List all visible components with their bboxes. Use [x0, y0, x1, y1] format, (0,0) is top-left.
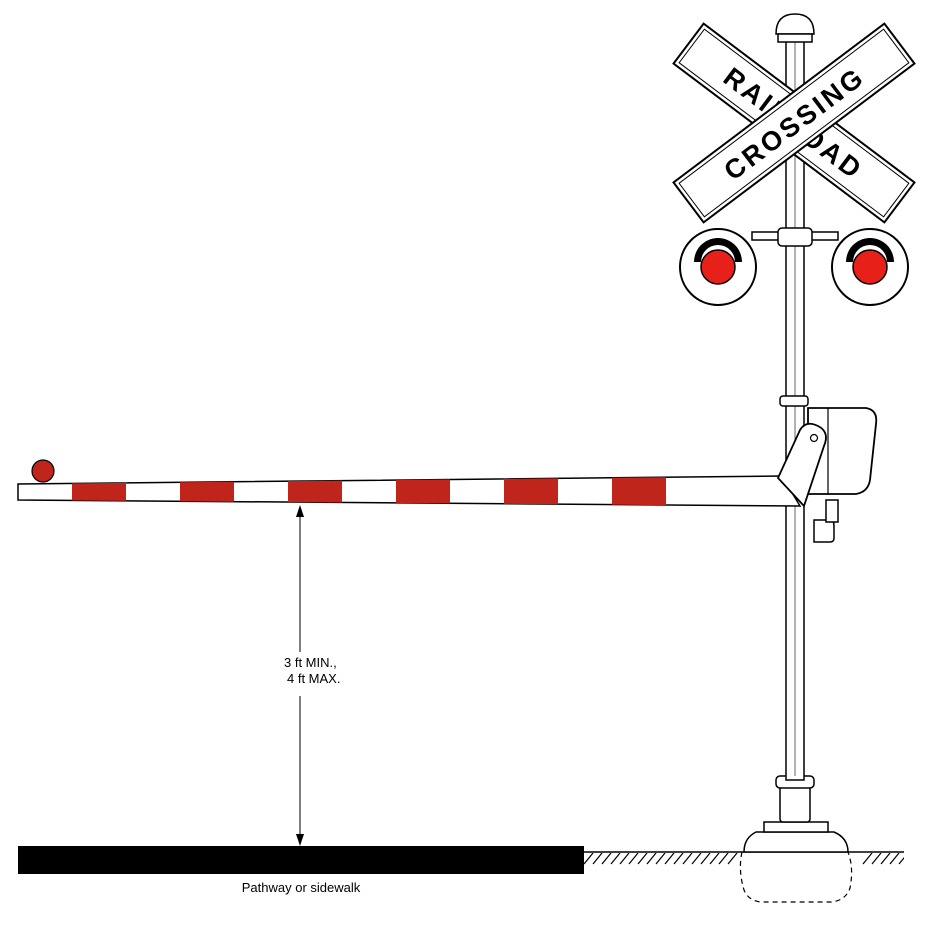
gate-arm-stripe — [396, 479, 450, 504]
base-plate — [763, 821, 829, 833]
ground-surface — [584, 851, 904, 865]
ground-hatching — [584, 853, 904, 865]
gate-arm-stripe — [504, 478, 558, 505]
pathway-surface — [18, 846, 584, 874]
gate-arm-stripe — [180, 481, 234, 502]
gate-arm-stripe — [72, 482, 126, 501]
lamp-left — [700, 249, 736, 285]
light-crossarm — [751, 227, 839, 247]
mast-cap — [775, 13, 815, 35]
foundation-underground — [739, 851, 853, 903]
base-collar — [779, 785, 811, 823]
flashing-light-right — [831, 228, 909, 306]
gate-mechanism — [779, 395, 878, 543]
dimension-label-min: 3 ft MIN., — [284, 655, 337, 670]
gate-arm — [17, 422, 827, 508]
lamp-right — [852, 249, 888, 285]
pathway-caption: Pathway or sidewalk — [242, 880, 361, 895]
gate-tip-light — [31, 459, 55, 483]
flashing-light-left — [679, 228, 757, 306]
foundation-base — [743, 831, 849, 853]
gate-arm-stripe — [288, 480, 342, 503]
gate-arm-stripes — [72, 477, 666, 506]
dimension-label-max: 4 ft MAX. — [287, 671, 340, 686]
height-dimension: 3 ft MIN., 4 ft MAX. — [284, 505, 340, 846]
gate-arm-stripe — [612, 477, 666, 506]
